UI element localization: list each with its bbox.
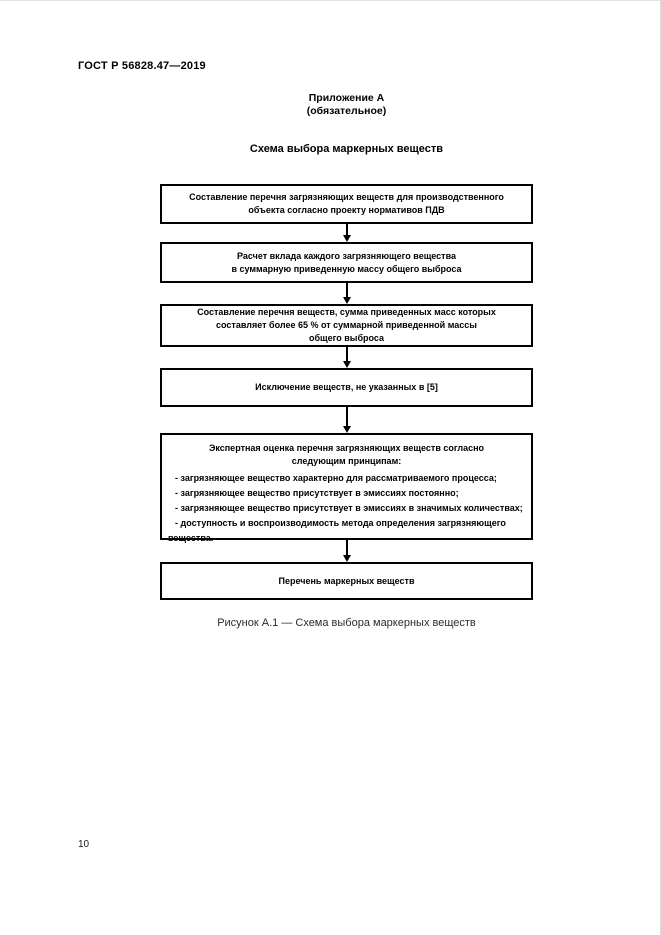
flow-box-expert-review: Экспертная оценка перечня загрязняющих в… — [160, 433, 533, 543]
figure-heading: Схема выбора маркерных веществ — [249, 143, 444, 155]
flow-box-text: Исключение веществ, не указанных в [5] — [255, 382, 438, 392]
flow-box-contribution-calc: Расчет вклада каждого загрязняющего веще… — [160, 242, 533, 283]
arrow-down-icon — [342, 407, 352, 433]
doc-number: ГОСТ Р 56828.47—2019 — [78, 60, 206, 72]
expert-bullet: - загрязняющее вещество присутствует в э… — [175, 503, 523, 513]
annex-title: Приложение А — [308, 92, 385, 104]
annex-subtitle: (обязательное) — [306, 105, 387, 117]
page-number: 10 — [78, 839, 90, 850]
expert-bullet: - загрязняющее вещество характерно для р… — [175, 473, 497, 483]
expert-bullet: - загрязняющее вещество присутствует в э… — [175, 488, 459, 498]
flow-box-mass-threshold: Составление перечня веществ, сумма приве… — [160, 304, 533, 347]
arrow-down-icon — [342, 283, 352, 304]
expert-review-bullets: - загрязняющее вещество характерно для р… — [168, 471, 525, 546]
flow-box-exclusion: Исключение веществ, не указанных в [5] — [160, 368, 533, 407]
expert-review-heading: Экспертная оценка перечня загрязняющих в… — [208, 443, 485, 466]
flow-box-text: Перечень маркерных веществ — [278, 575, 415, 586]
arrow-down-icon — [342, 347, 352, 368]
flow-box-marker-list: Перечень маркерных веществ — [160, 562, 533, 600]
flow-box-text: Составление перечня загрязняющих веществ… — [189, 192, 504, 215]
figure-caption: Рисунок А.1 — Схема выбора маркерных вещ… — [217, 617, 476, 629]
flowchart: Составление перечня загрязняющих веществ… — [160, 184, 533, 600]
annex-block: Приложение А (обязательное) — [160, 92, 533, 118]
flow-box-pollutant-list: Составление перечня загрязняющих веществ… — [160, 184, 533, 224]
expert-bullet: - доступность и воспроизводимость метода… — [168, 518, 506, 543]
arrow-down-icon — [342, 224, 352, 242]
arrow-down-icon — [342, 540, 352, 562]
flow-box-text: Составление перечня веществ, сумма приве… — [197, 307, 496, 343]
flow-box-text: Расчет вклада каждого загрязняющего веще… — [231, 250, 462, 274]
